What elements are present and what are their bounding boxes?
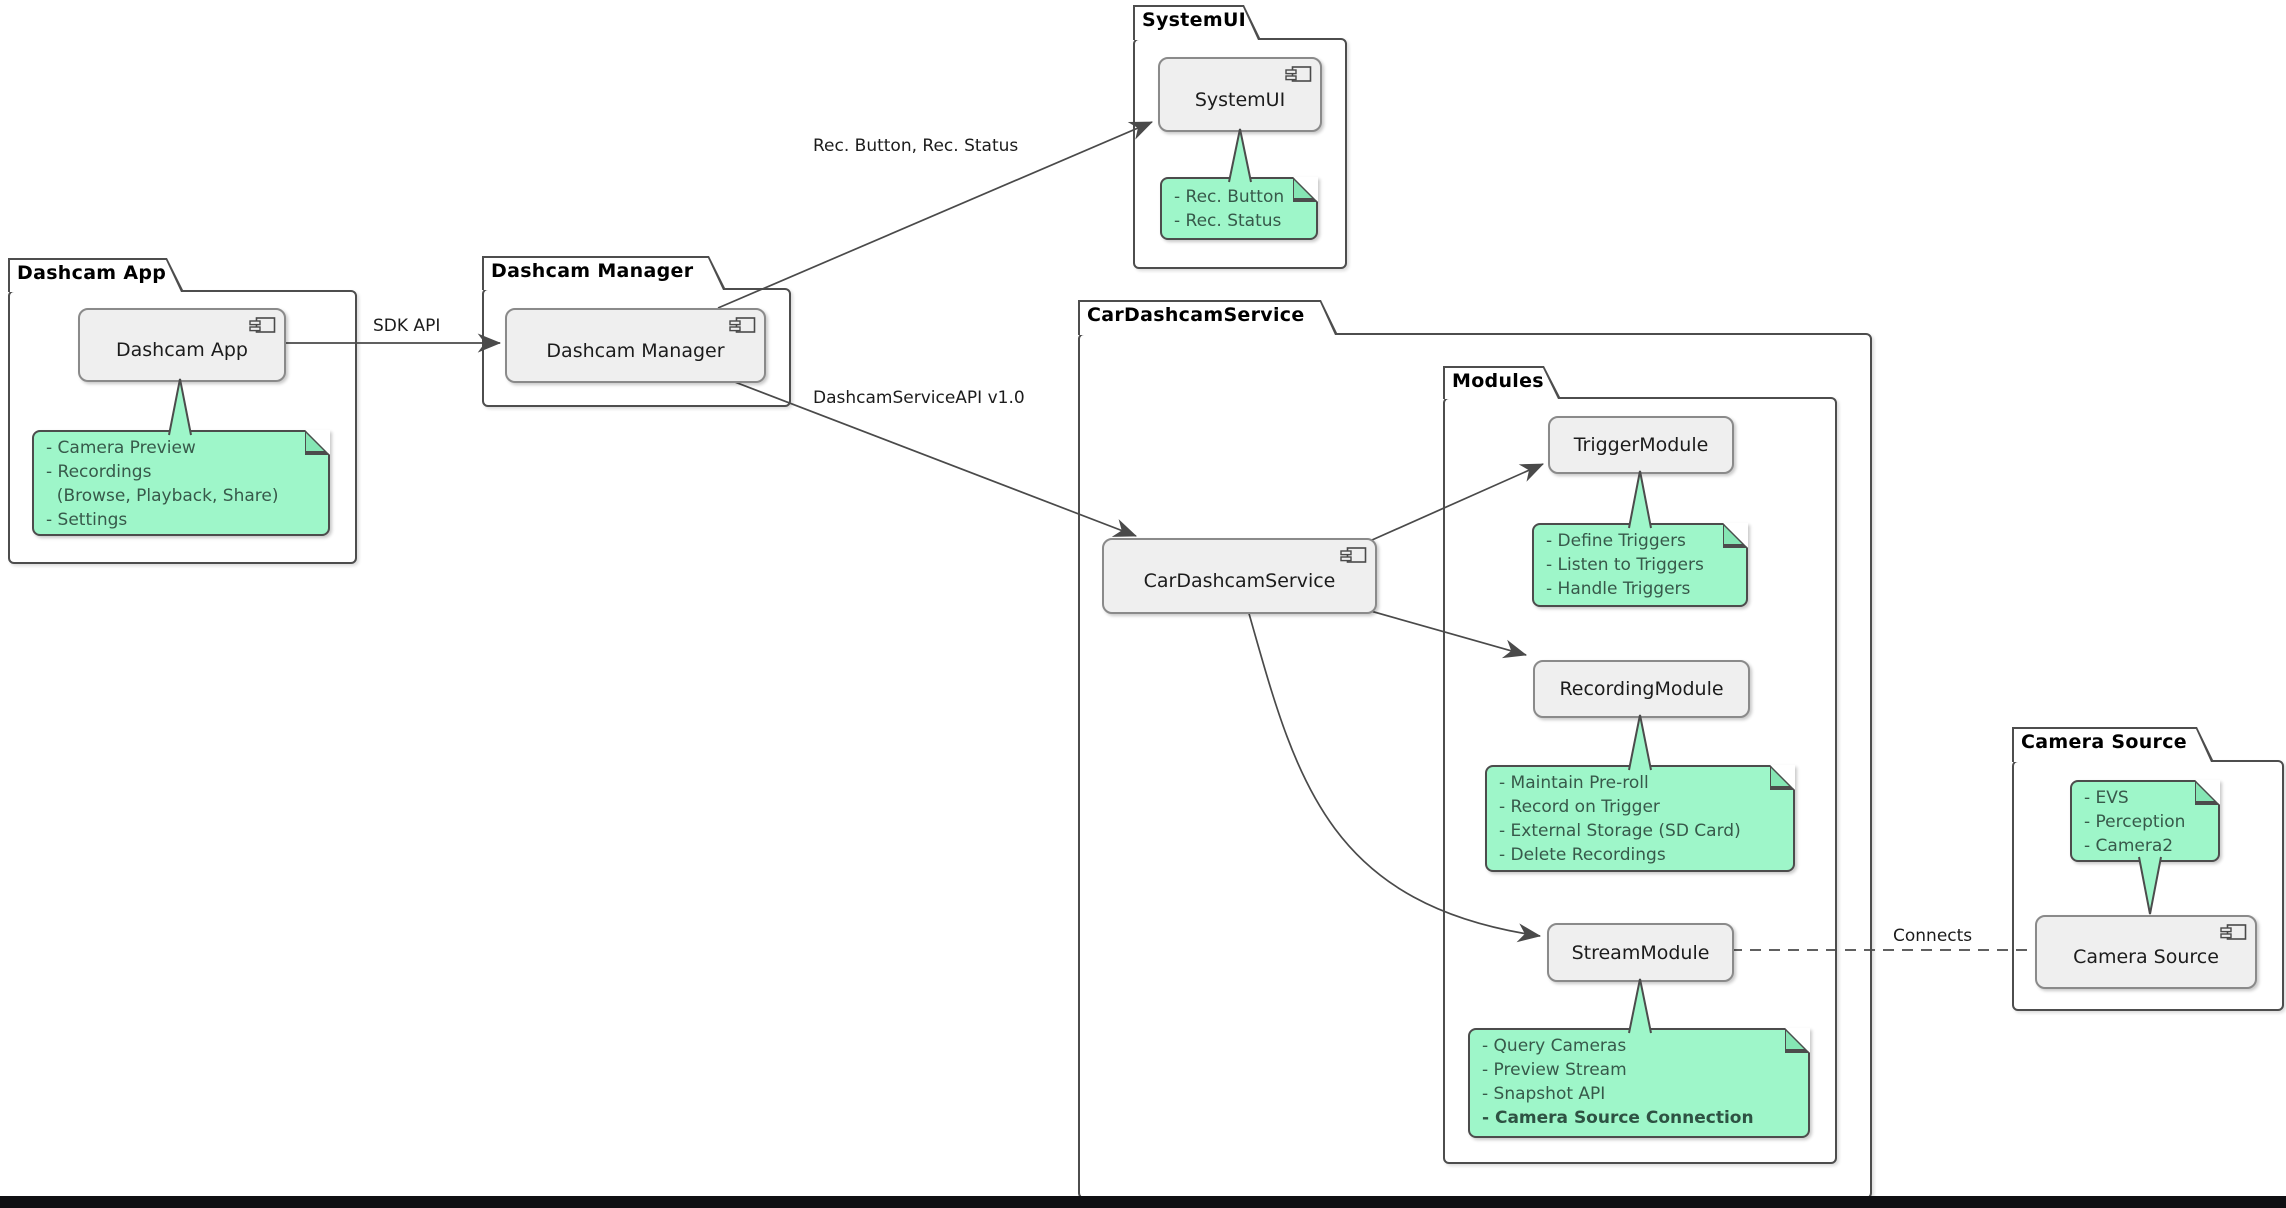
note-line: - Maintain Pre-roll	[1499, 773, 1649, 793]
package-tab-modules: Modules	[1443, 366, 1561, 399]
edge-label-rec-button-status: Rec. Button, Rec. Status	[813, 136, 1019, 156]
note-line: - Define Triggers	[1546, 531, 1686, 551]
note-line: - Recordings	[46, 462, 152, 482]
package-tab-camera-source: Camera Source	[2012, 727, 2214, 762]
note-stream-module: - Query Cameras - Preview Stream - Snaps…	[1468, 1028, 1810, 1138]
component-recording-module: RecordingModule	[1533, 660, 1750, 718]
component-camera-source: Camera Source	[2035, 915, 2257, 989]
bottom-edge-bar	[0, 1196, 2286, 1208]
note-line: - Rec. Status	[1174, 211, 1282, 231]
component-label: RecordingModule	[1559, 678, 1724, 700]
component-label: CarDashcamService	[1143, 570, 1336, 592]
component-label: StreamModule	[1571, 941, 1710, 964]
package-tab-car-dashcam-service: CarDashcamService	[1078, 300, 1338, 335]
component-label: Dashcam App	[116, 339, 248, 361]
note-line: - Snapshot API	[1482, 1084, 1606, 1104]
note-camera-source: - EVS - Perception - Camera2	[2070, 780, 2220, 862]
note-line: - Camera Source Connection	[1482, 1108, 1754, 1128]
component-dashcam-app: Dashcam App	[78, 308, 286, 382]
component-icon	[1285, 66, 1312, 82]
package-tab-dashcam-manager: Dashcam Manager	[482, 256, 726, 290]
component-icon	[1340, 547, 1367, 563]
package-tab-systemui: SystemUI	[1133, 5, 1261, 40]
note-line: - Record on Trigger	[1499, 797, 1660, 817]
note-recording-module: - Maintain Pre-roll - Record on Trigger …	[1485, 765, 1795, 872]
package-title: Dashcam App	[17, 262, 167, 284]
component-icon	[729, 317, 756, 333]
note-line: - Listen to Triggers	[1546, 555, 1704, 575]
package-title: CarDashcamService	[1087, 304, 1305, 326]
note-line: - Handle Triggers	[1546, 579, 1691, 599]
component-label: Camera Source	[2073, 946, 2219, 968]
package-tab-dashcam-app: Dashcam App	[8, 258, 184, 292]
package-title: SystemUI	[1142, 9, 1247, 31]
note-trigger-module: - Define Triggers - Listen to Triggers -…	[1532, 523, 1748, 607]
package-title: Modules	[1452, 370, 1544, 392]
note-line: - Query Cameras	[1482, 1036, 1627, 1056]
edge-label-sdk-api: SDK API	[373, 316, 441, 336]
note-line: - Preview Stream	[1482, 1060, 1627, 1080]
note-line: - External Storage (SD Card)	[1499, 821, 1741, 841]
note-line: - Delete Recordings	[1499, 845, 1666, 865]
note-systemui: - Rec. Button - Rec. Status	[1160, 177, 1318, 240]
edge-label-connects: Connects	[1893, 926, 1973, 946]
note-line: - Settings	[46, 510, 128, 530]
edge-label-dashcam-service-api: DashcamServiceAPI v1.0	[813, 388, 1025, 408]
component-label: TriggerModule	[1573, 434, 1709, 456]
note-line: - EVS	[2084, 788, 2129, 808]
component-dashcam-manager: Dashcam Manager	[505, 308, 766, 383]
component-icon	[249, 317, 276, 333]
package-title: Dashcam Manager	[491, 260, 694, 282]
component-trigger-module: TriggerModule	[1548, 416, 1734, 474]
note-line: - Camera Preview	[46, 438, 196, 458]
note-line: (Browse, Playback, Share)	[46, 486, 279, 506]
note-line: - Perception	[2084, 812, 2186, 832]
note-line: - Camera2	[2084, 836, 2174, 856]
component-label: SystemUI	[1194, 88, 1286, 111]
package-title: Camera Source	[2021, 731, 2187, 753]
component-systemui: SystemUI	[1158, 57, 1322, 132]
component-stream-module: StreamModule	[1547, 923, 1734, 982]
note-dashcam-app: - Camera Preview - Recordings (Browse, P…	[32, 430, 330, 536]
component-label: Dashcam Manager	[546, 339, 725, 362]
component-icon	[2220, 924, 2247, 940]
note-line: - Rec. Button	[1174, 187, 1285, 207]
component-car-dashcam-service: CarDashcamService	[1102, 538, 1377, 614]
